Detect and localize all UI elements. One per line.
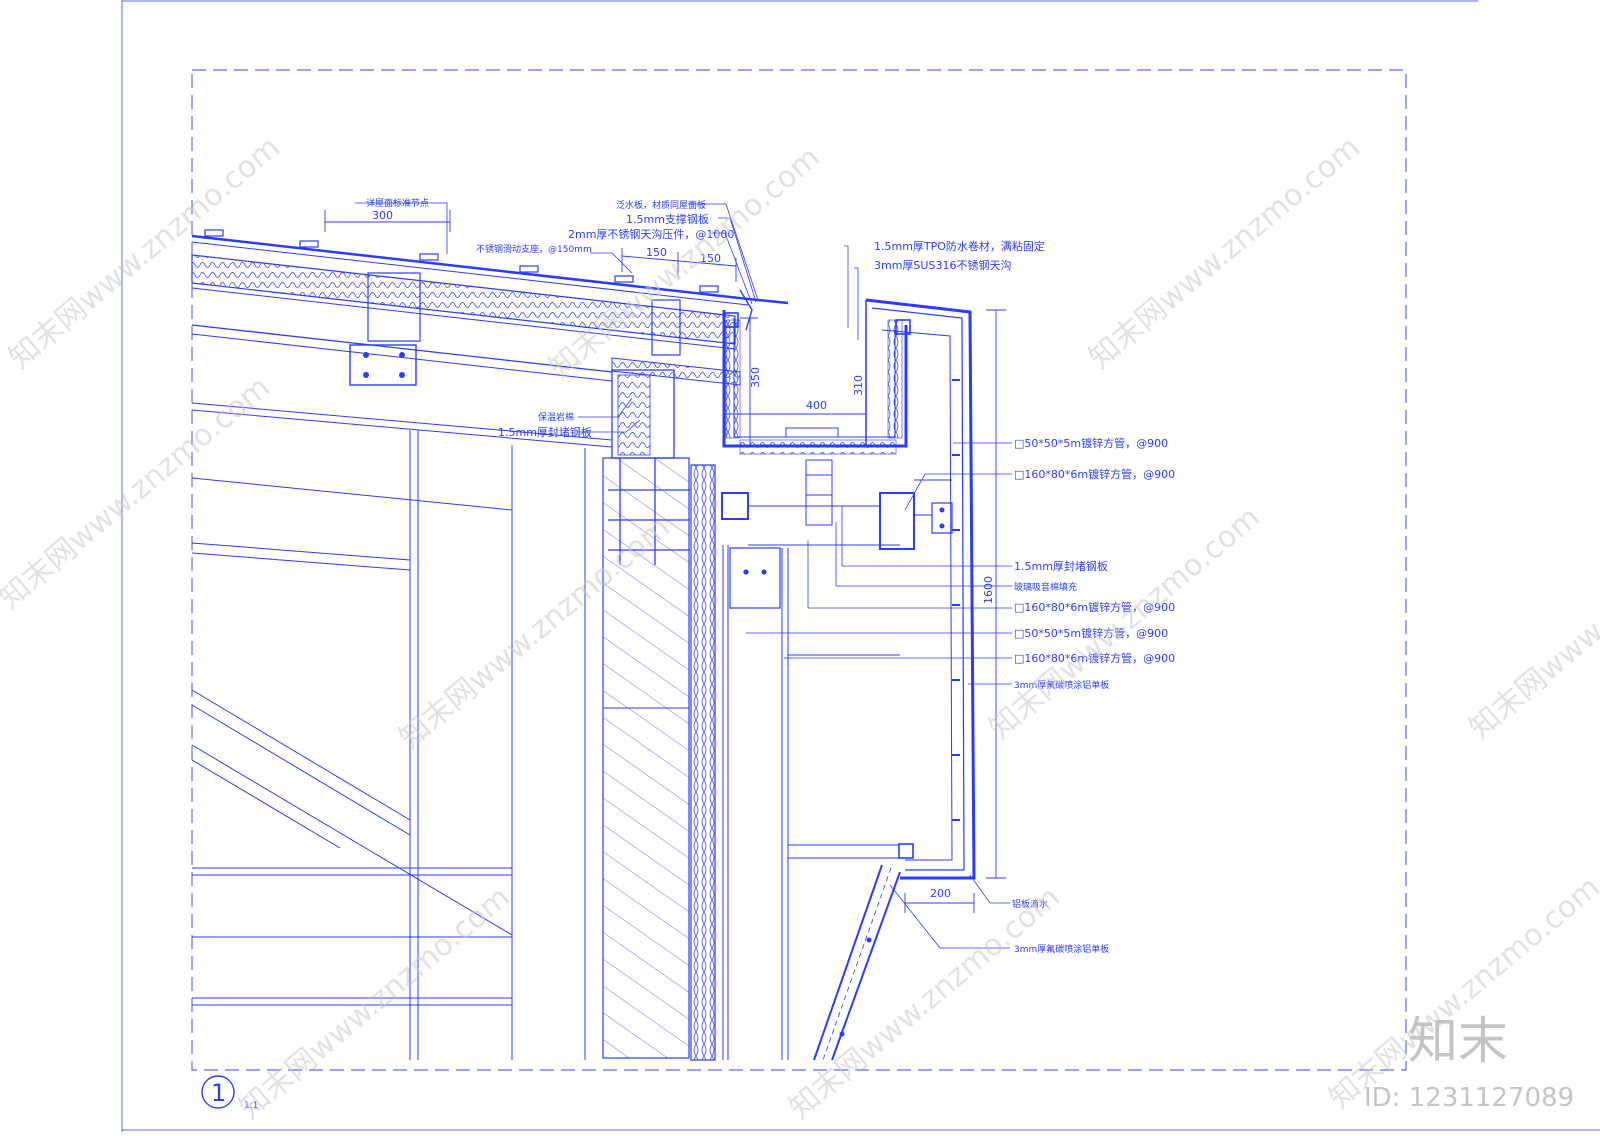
concrete-wall	[602, 369, 690, 1059]
label-seal-right: 1.5mm厚封堵钢板	[1014, 559, 1108, 573]
label-tube-50-a: □50*50*5m镀锌方管，@900	[1014, 436, 1168, 450]
watermark-text-6: 知末网www.znzmo.com	[983, 500, 1267, 746]
label-gutter-strip: 2mm厚不锈钢天沟压件，@1000	[568, 228, 734, 241]
detail-number: 1	[211, 1079, 226, 1107]
aluminium-parapet	[739, 289, 976, 1061]
label-roof-ref: 详屋面标准节点	[366, 197, 429, 209]
label-tube-160-a: □160*80*6m镀锌方管，@900	[1014, 467, 1175, 481]
label-drip: 铝板滴水	[1012, 898, 1048, 910]
dim-1600: 1600	[982, 576, 995, 604]
label-alu-panel-a: 3mm厚氟碳喷涂铝单板	[1014, 679, 1109, 691]
dim-150-b: 150	[700, 252, 721, 265]
watermark-text-9: 知末网www.znzmo.com	[783, 880, 1067, 1126]
label-tube-160-b: □160*80*6m镀锌方管，@900	[1014, 600, 1175, 614]
label-insulation: 保温岩棉	[538, 411, 574, 423]
sheet-frame	[121, 0, 1600, 1132]
gutter	[721, 310, 908, 546]
label-tube-160-c: □160*80*6m镀锌方管，@900	[1014, 651, 1175, 665]
dim-400: 400	[806, 399, 827, 412]
watermark-text-7: 知末网www.znzmo.com	[1463, 500, 1600, 746]
detail-marker: 1 1:1	[201, 1075, 258, 1111]
label-glass-wool: 玻璃吸音棉填充	[1014, 581, 1077, 593]
label-seal-left: 1.5mm厚封堵钢板	[498, 425, 592, 439]
label-support-plate: 1.5mm支撑钢板	[626, 212, 709, 226]
dim-350: 350	[749, 367, 762, 388]
dim-150-a: 150	[646, 246, 667, 259]
dimension-lines	[324, 210, 1006, 913]
label-tube-50-b: □50*50*5m镀锌方管，@900	[1014, 626, 1168, 640]
annotation-text: 详屋面标准节点 泛水板，材质同屋面板 1.5mm支撑钢板 2mm厚不锈钢天沟压件…	[366, 197, 1175, 955]
watermark-text-8: 知末网www.znzmo.com	[233, 880, 517, 1126]
dimension-text: 300 150 150 350 400 310 1600 200	[372, 209, 995, 900]
label-flashing: 泛水板，材质同屋面板	[616, 199, 706, 211]
label-sliding-support: 不锈钢滑动支座，@150mm	[476, 243, 592, 255]
dim-310: 310	[852, 375, 865, 396]
roof-assembly	[191, 229, 789, 386]
dim-200: 200	[930, 887, 951, 900]
watermark-text-10: 知末网www.znzmo.com	[1323, 870, 1600, 1116]
watermark-text-4: 知末网www.znzmo.com	[0, 370, 277, 616]
watermark-id: ID: 1231127089	[1364, 1083, 1574, 1113]
leader-lines	[355, 202, 1012, 949]
watermark-brand: 知末	[1408, 1012, 1508, 1070]
label-tpo: 1.5mm厚TPO防水卷材，满粘固定	[874, 239, 1045, 253]
watermark-text-1: 知末网www.znzmo.com	[3, 130, 287, 376]
dim-300: 300	[372, 209, 393, 222]
detail-scale: 1:1	[244, 1101, 258, 1111]
watermark-text-3: 知末网www.znzmo.com	[1083, 130, 1367, 376]
label-gutter-sus: 3mm厚SUS316不锈钢天沟	[874, 259, 1011, 272]
steel-frame	[191, 402, 613, 1060]
label-alu-panel-b: 3mm厚氟碳喷涂铝单板	[1014, 943, 1109, 955]
insulated-wall	[690, 464, 900, 1061]
watermark-text-2: 知末网www.znzmo.com	[543, 140, 827, 386]
